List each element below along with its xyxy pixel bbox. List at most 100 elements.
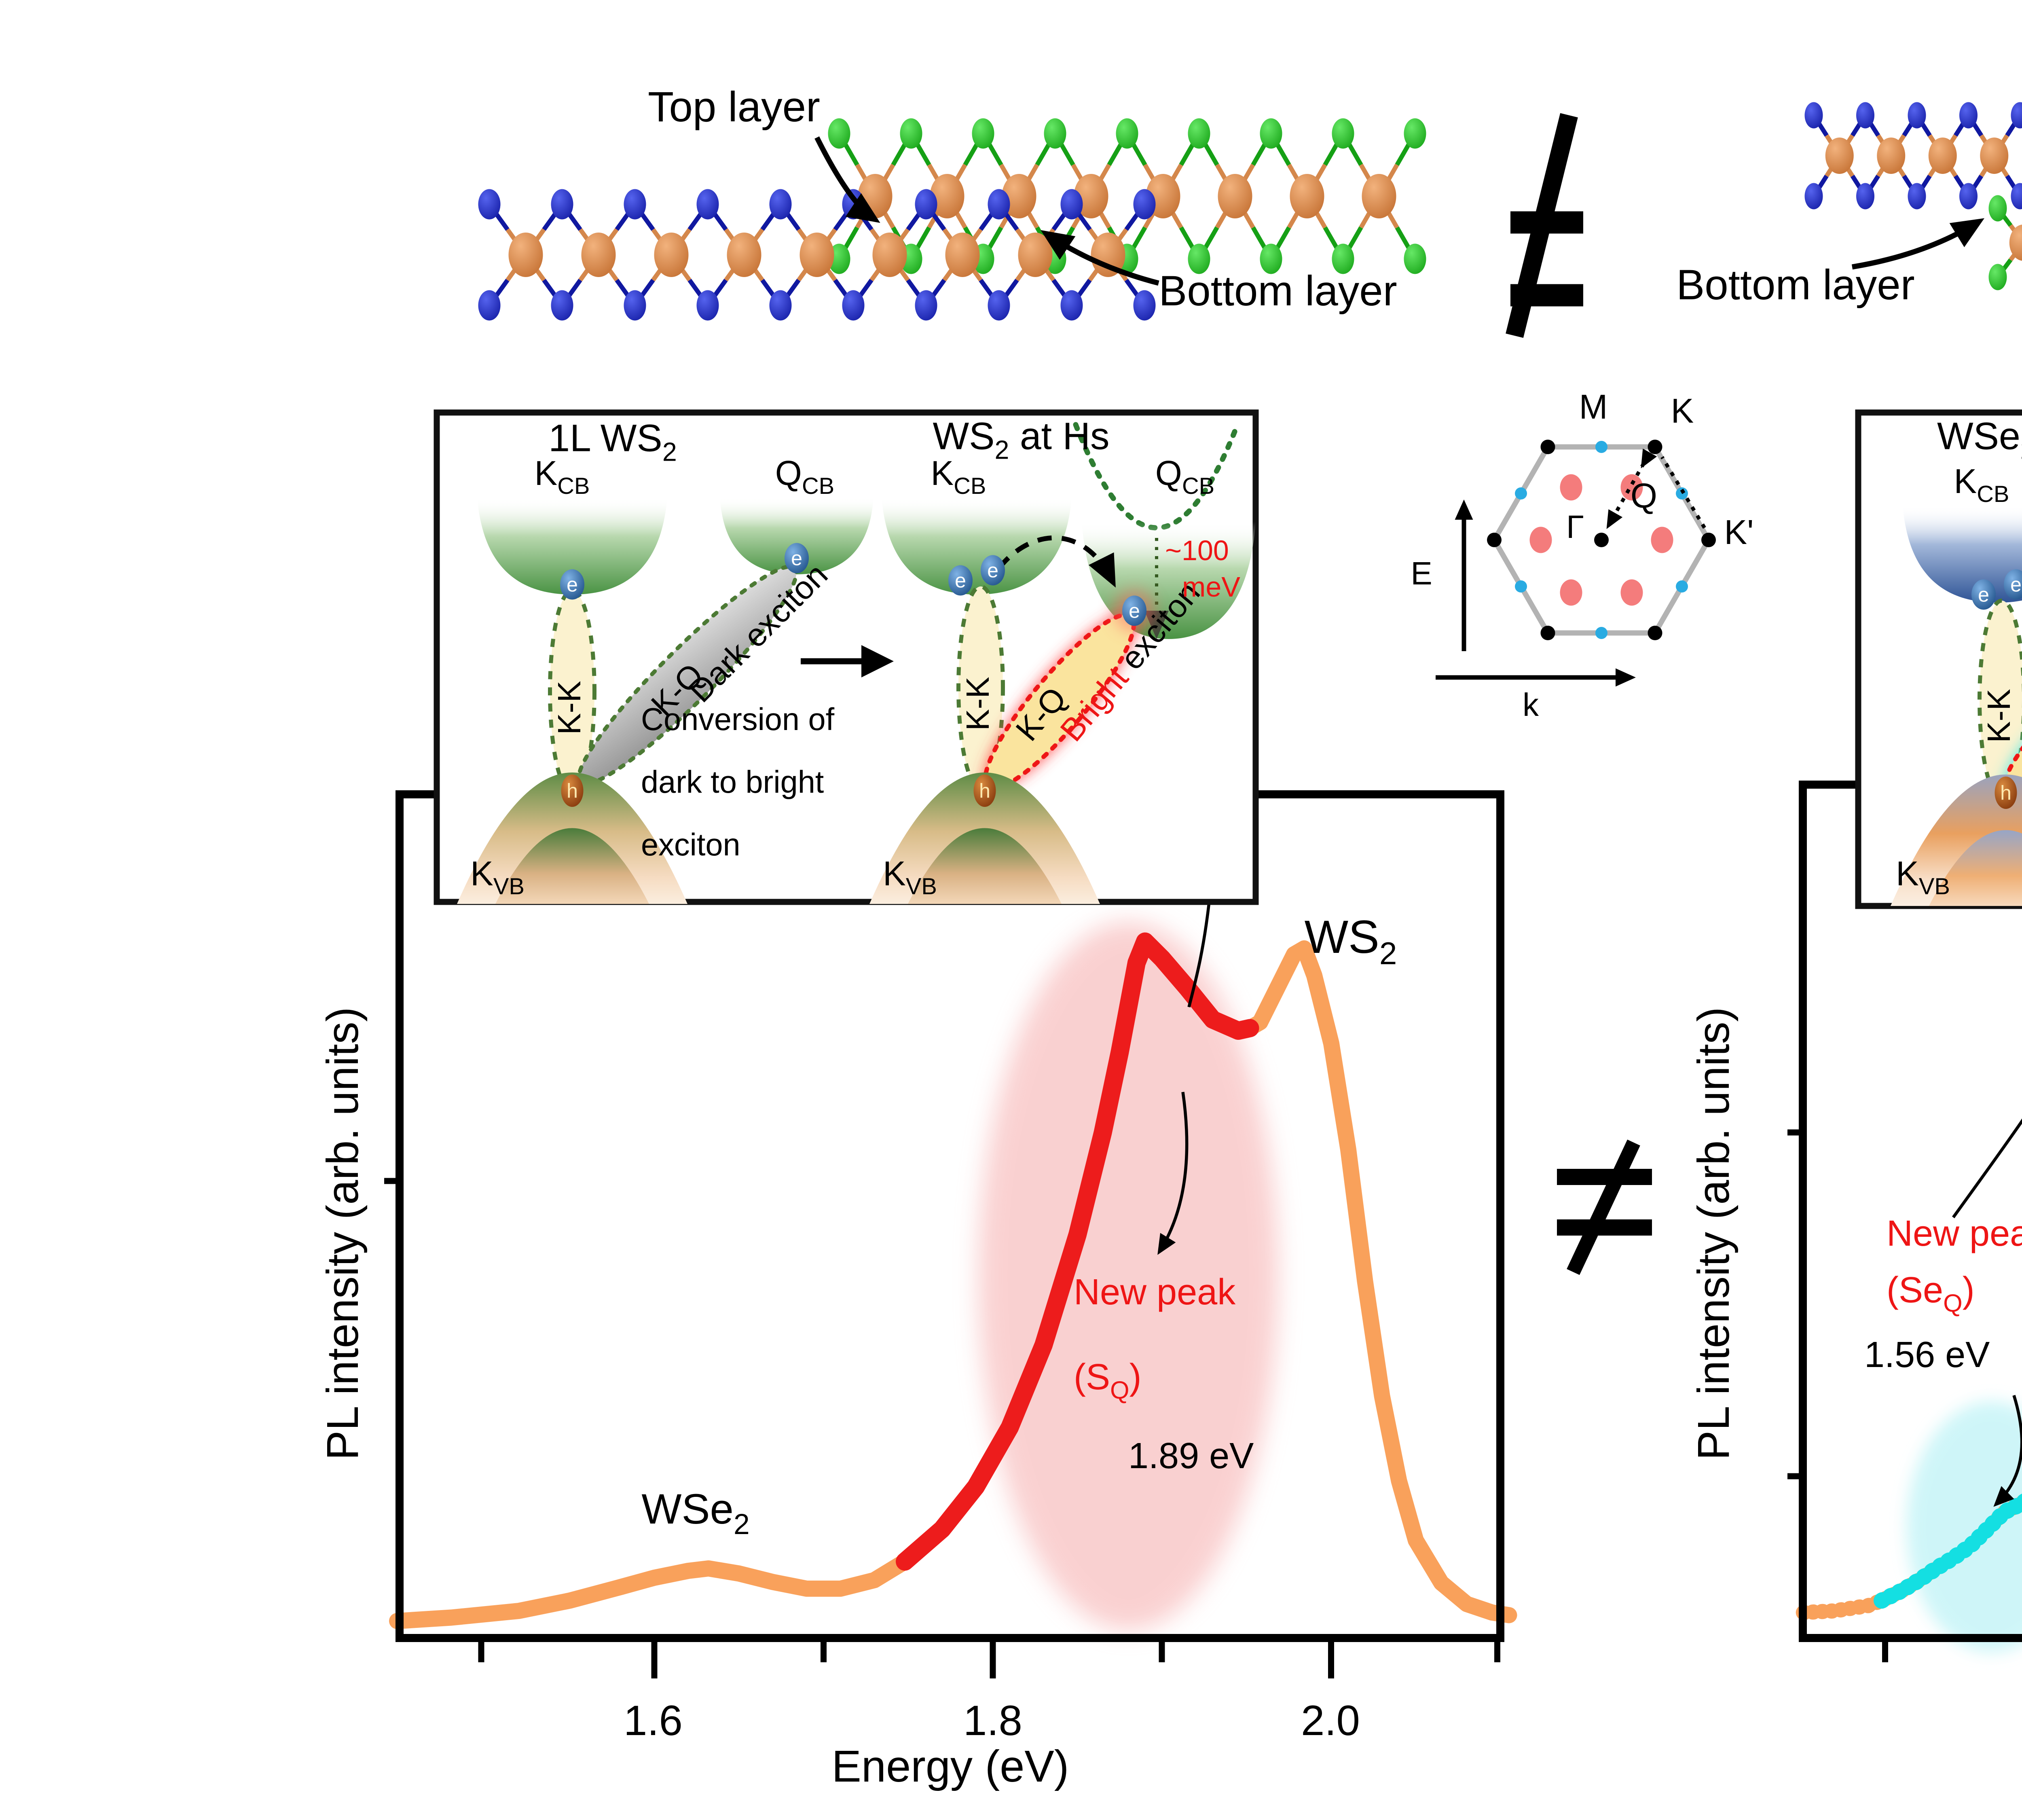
- electron-letter: e: [567, 575, 578, 598]
- kcb-label: KCB: [534, 455, 590, 500]
- chalcogen-atom: [696, 189, 719, 220]
- right-plot: [1787, 781, 2022, 1662]
- bottom-layer-left-arrow: [1041, 230, 1159, 286]
- chalcogen-atom: [828, 118, 850, 149]
- chalcogen-atom: [1332, 243, 1354, 274]
- bz-k-axis-label: k: [1523, 690, 1539, 724]
- electron-ball: [1971, 579, 1996, 610]
- electron-ball: [948, 565, 973, 596]
- tungsten-atom: [799, 233, 834, 277]
- left-shift-unit: meV: [1182, 570, 1240, 603]
- top-layer-left-arrow: [814, 136, 880, 223]
- bz-q-label: Q: [1630, 477, 1658, 516]
- chalcogen-atom: [915, 189, 937, 220]
- left-new-peak-arrow: [1157, 1092, 1189, 1255]
- kk-label: K-K: [554, 681, 588, 735]
- kvb-label: KVB: [470, 855, 525, 900]
- tungsten-atom: [1825, 138, 1854, 174]
- left-ws2-peak-label: WS2: [1304, 910, 1397, 972]
- ws2-top-layer-chain: [828, 118, 1426, 274]
- chalcogen-atom: [769, 290, 792, 321]
- hole-letter: h: [2000, 783, 2011, 806]
- kcb-bowl: [1903, 506, 2022, 603]
- left-plot-tick-label-2: 1.8: [963, 1699, 1023, 1745]
- bz-kprime-label: K': [1724, 514, 1754, 552]
- right-new-peak-arrow: [1993, 1395, 2022, 1507]
- chalcogen-atom: [1060, 189, 1083, 220]
- tungsten-atom: [654, 233, 689, 277]
- tungsten-atom: [1018, 233, 1053, 277]
- left-plot: [384, 682, 1517, 1678]
- right-inset-to-peak-line: [1952, 1118, 2022, 1219]
- qcb-label: QCB: [775, 455, 835, 500]
- crystal-structures: [478, 102, 2022, 321]
- chalcogen-atom: [696, 290, 719, 321]
- hole-letter: h: [567, 781, 578, 804]
- top-layer-left-label: Top layer: [647, 85, 821, 131]
- tungsten-atom: [1928, 138, 1957, 174]
- left-plot-y-axis-label: PL intensity (arb. units): [317, 1007, 368, 1460]
- electron-letter: e: [1129, 601, 1140, 624]
- left-inset-title-hs: WS2 at Hs: [933, 417, 1110, 465]
- bz-m-label: M: [1579, 388, 1608, 427]
- right-peak-symbol-label: (SeQ): [1887, 1270, 1975, 1318]
- tungsten-atom: [1218, 174, 1252, 218]
- bz-kprime-k-line: [1660, 456, 1706, 529]
- tungsten-atom: [1002, 174, 1036, 218]
- left-plot-tick-label-3: 2.0: [1301, 1699, 1360, 1745]
- right-peak-energy-label: 1.56 eV: [1864, 1335, 1990, 1375]
- electron-ball: [981, 555, 1005, 586]
- tungsten-atom: [1091, 233, 1125, 277]
- kvb-label: KVB: [1896, 855, 1950, 900]
- chalcogen-atom: [1404, 243, 1426, 274]
- wse2-top-layer-chain: [1804, 102, 2022, 210]
- kvb-hill-inner: [495, 828, 649, 904]
- chalcogen-atom: [1856, 183, 1874, 210]
- electron-letter: e: [791, 549, 802, 571]
- right-inset: [1855, 409, 2022, 909]
- chalcogen-atom: [2011, 102, 2022, 129]
- bz-k-points: [1487, 440, 1716, 640]
- left-plot-tick-label-1: 1.6: [623, 1699, 683, 1745]
- chalcogen-atom: [1856, 102, 1874, 129]
- electron-ball: [2004, 569, 2022, 600]
- left-peak-energy-label: 1.89 eV: [1128, 1436, 1254, 1476]
- bz-k-label: K: [1671, 392, 1694, 431]
- chalcogen-atom: [1116, 118, 1138, 149]
- left-conversion-text-line2: dark to bright: [641, 766, 824, 801]
- tungsten-atom: [1980, 138, 2009, 174]
- electron-letter: e: [987, 561, 998, 584]
- right-inset-title-hs: WSe2 at Hs: [1937, 417, 2022, 465]
- tungsten-atom: [930, 174, 964, 218]
- kk-exciton-ellipse: [956, 584, 1005, 791]
- bz-gamma-k-arrow: [1606, 449, 1657, 529]
- kcb-label: KCB: [1954, 463, 2009, 508]
- tungsten-atom: [508, 233, 543, 277]
- tungsten-atom: [1290, 174, 1324, 218]
- tungsten-atom: [1362, 174, 1396, 218]
- electron-letter: e: [1978, 585, 1989, 608]
- chalcogen-atom: [1133, 189, 1156, 220]
- kvb-hill-inner: [1929, 830, 2022, 906]
- bottom-layer-right-arrow: [1851, 218, 1985, 270]
- chalcogen-atom: [1260, 243, 1282, 274]
- chalcogen-atom: [915, 290, 937, 321]
- chalcogen-atom: [624, 290, 646, 321]
- chalcogen-atom: [1959, 183, 1978, 210]
- right-plot-frame: [1798, 781, 2022, 1642]
- kcb-bowl: [882, 497, 1072, 595]
- chalcogen-atom: [2011, 183, 2022, 210]
- hole-ball: [973, 775, 996, 807]
- chalcogen-atom: [1060, 290, 1083, 321]
- kvb-hill-inner: [908, 828, 1062, 904]
- bz-q-points: [1529, 474, 1673, 606]
- chalcogen-atom: [1260, 118, 1282, 149]
- chalcogen-atom: [1908, 183, 1926, 210]
- tungsten-atom: [1877, 138, 1906, 174]
- left-inset-title-1l: 1L WS2: [548, 419, 677, 467]
- left-plot-x-ticks: [478, 1638, 1500, 1678]
- right-new-peak-label: New peak: [1887, 1213, 2022, 1254]
- electron-letter: e: [2010, 575, 2022, 598]
